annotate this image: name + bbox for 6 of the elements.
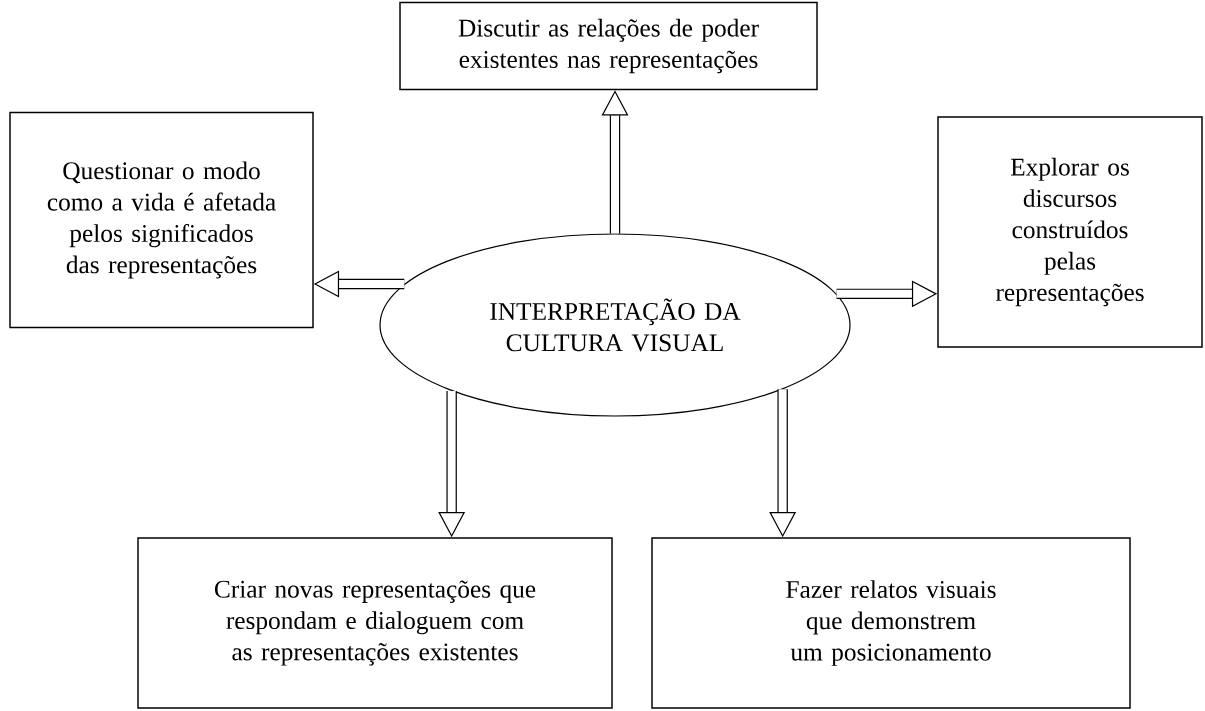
text-box: Explorar os discursos construídos pelas representações	[937, 116, 1203, 348]
text-box: Criar novas representações que respondam e dialoguem com as representações existentes	[137, 537, 613, 709]
text-box: Fazer relatos visuais que demonstrem um posicionamento	[651, 537, 1131, 709]
text-box: Discutir as relações de poder existentes nas representações	[399, 1, 818, 91]
text-box: Questionar o modo como a vida é afetada pelos significados das representações	[9, 111, 314, 329]
block-arrow	[601, 90, 629, 234]
